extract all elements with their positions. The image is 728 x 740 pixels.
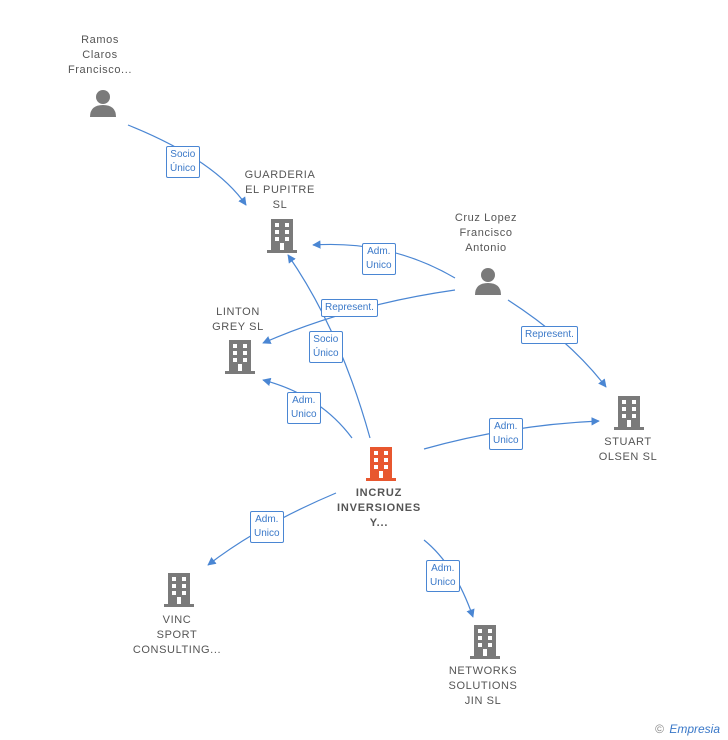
- networks-label-line: SOLUTIONS: [448, 680, 518, 692]
- edge-label-cruz-linton: Represent.: [321, 299, 378, 317]
- edge-label-line: Unico: [291, 409, 317, 420]
- cruz-label-line: Antonio: [465, 242, 507, 254]
- guarderia-label-line: SL: [272, 199, 288, 211]
- edge-label-line: Unico: [430, 577, 456, 588]
- ramos-label-line: Claros: [82, 49, 118, 61]
- edge-label-incruz-stuart: Adm. Unico: [489, 418, 523, 450]
- incruz-building-icon[interactable]: [366, 447, 396, 481]
- guarderia-label-line: GUARDERIA: [244, 169, 316, 181]
- edge-label-line: Unico: [366, 260, 392, 271]
- ramos-label-line: Ramos: [81, 34, 119, 46]
- networks-building-icon[interactable]: [470, 625, 500, 659]
- vinc-label[interactable]: VINC SPORT CONSULTING...: [122, 613, 232, 658]
- networks-label-line: JIN SL: [464, 695, 502, 707]
- cruz-person-icon[interactable]: [474, 266, 502, 296]
- edge-label-incruz-linton: Adm. Unico: [287, 392, 321, 424]
- edge-label-line: Socio: [170, 149, 196, 160]
- cruz-label-line: Francisco: [459, 227, 513, 239]
- edge-label-line: Adm.: [255, 514, 279, 525]
- stuart-label-line: STUART: [604, 436, 652, 448]
- edge-label-cruz-stuart: Represent.: [521, 326, 578, 344]
- linton-label-line: LINTON: [216, 306, 260, 318]
- ramos-label-line: Francisco...: [67, 64, 133, 76]
- guarderia-building-icon[interactable]: [267, 219, 297, 253]
- incruz-label[interactable]: INCRUZ INVERSIONES Y...: [319, 486, 439, 531]
- linton-building-icon[interactable]: [225, 340, 255, 374]
- edge-ramos-guarderia: [127, 124, 247, 206]
- edge-label-line: Unico: [254, 528, 280, 539]
- edge-label-line: Único: [170, 163, 196, 174]
- cruz-label[interactable]: Cruz Lopez Francisco Antonio: [436, 211, 536, 256]
- vinc-building-icon[interactable]: [164, 573, 194, 607]
- networks-label[interactable]: NETWORKS SOLUTIONS JIN SL: [433, 664, 533, 709]
- edge-label-line: Adm.: [367, 246, 391, 257]
- incruz-label-line: INCRUZ: [355, 487, 403, 499]
- stuart-building-icon[interactable]: [614, 396, 644, 430]
- edge-label-incruz-vinc: Adm. Unico: [250, 511, 284, 543]
- vinc-label-line: SPORT: [156, 629, 198, 641]
- edge-label-line: Adm.: [431, 563, 455, 574]
- edge-label-incruz-guarderia: Socio Único: [309, 331, 343, 363]
- edge-label-line: Represent.: [525, 329, 574, 340]
- guarderia-label[interactable]: GUARDERIA EL PUPITRE SL: [230, 168, 330, 213]
- brand-logo[interactable]: Empresia: [669, 722, 720, 736]
- incruz-label-line: Y...: [369, 517, 389, 529]
- footer-credit[interactable]: © Empresia: [655, 722, 720, 736]
- edge-label-line: Unico: [493, 435, 519, 446]
- cruz-label-line: Cruz Lopez: [454, 212, 518, 224]
- ramos-label[interactable]: Ramos Claros Francisco...: [50, 33, 150, 78]
- networks-label-line: NETWORKS: [448, 665, 518, 677]
- vinc-label-line: CONSULTING...: [132, 644, 222, 656]
- stuart-label[interactable]: STUART OLSEN SL: [578, 435, 678, 465]
- linton-label[interactable]: LINTON GREY SL: [188, 305, 288, 335]
- edge-label-line: Adm.: [292, 395, 316, 406]
- vinc-label-line: VINC: [162, 614, 192, 626]
- incruz-label-line: INVERSIONES: [337, 502, 421, 514]
- edge-label-cruz-guarderia: Adm. Unico: [362, 243, 396, 275]
- edge-label-line: Socio: [313, 334, 339, 345]
- edge-label-incruz-networks: Adm. Unico: [426, 560, 460, 592]
- ramos-person-icon[interactable]: [89, 88, 117, 118]
- edge-label-line: Represent.: [325, 302, 374, 313]
- edge-label-line: Único: [313, 348, 339, 359]
- linton-label-line: GREY SL: [212, 321, 264, 333]
- guarderia-label-line: EL PUPITRE: [245, 184, 315, 196]
- edge-label-ramos-guarderia: Socio Único: [166, 146, 200, 178]
- edge-label-line: Adm.: [494, 421, 518, 432]
- copyright-icon: ©: [655, 722, 664, 736]
- stuart-label-line: OLSEN SL: [598, 451, 658, 463]
